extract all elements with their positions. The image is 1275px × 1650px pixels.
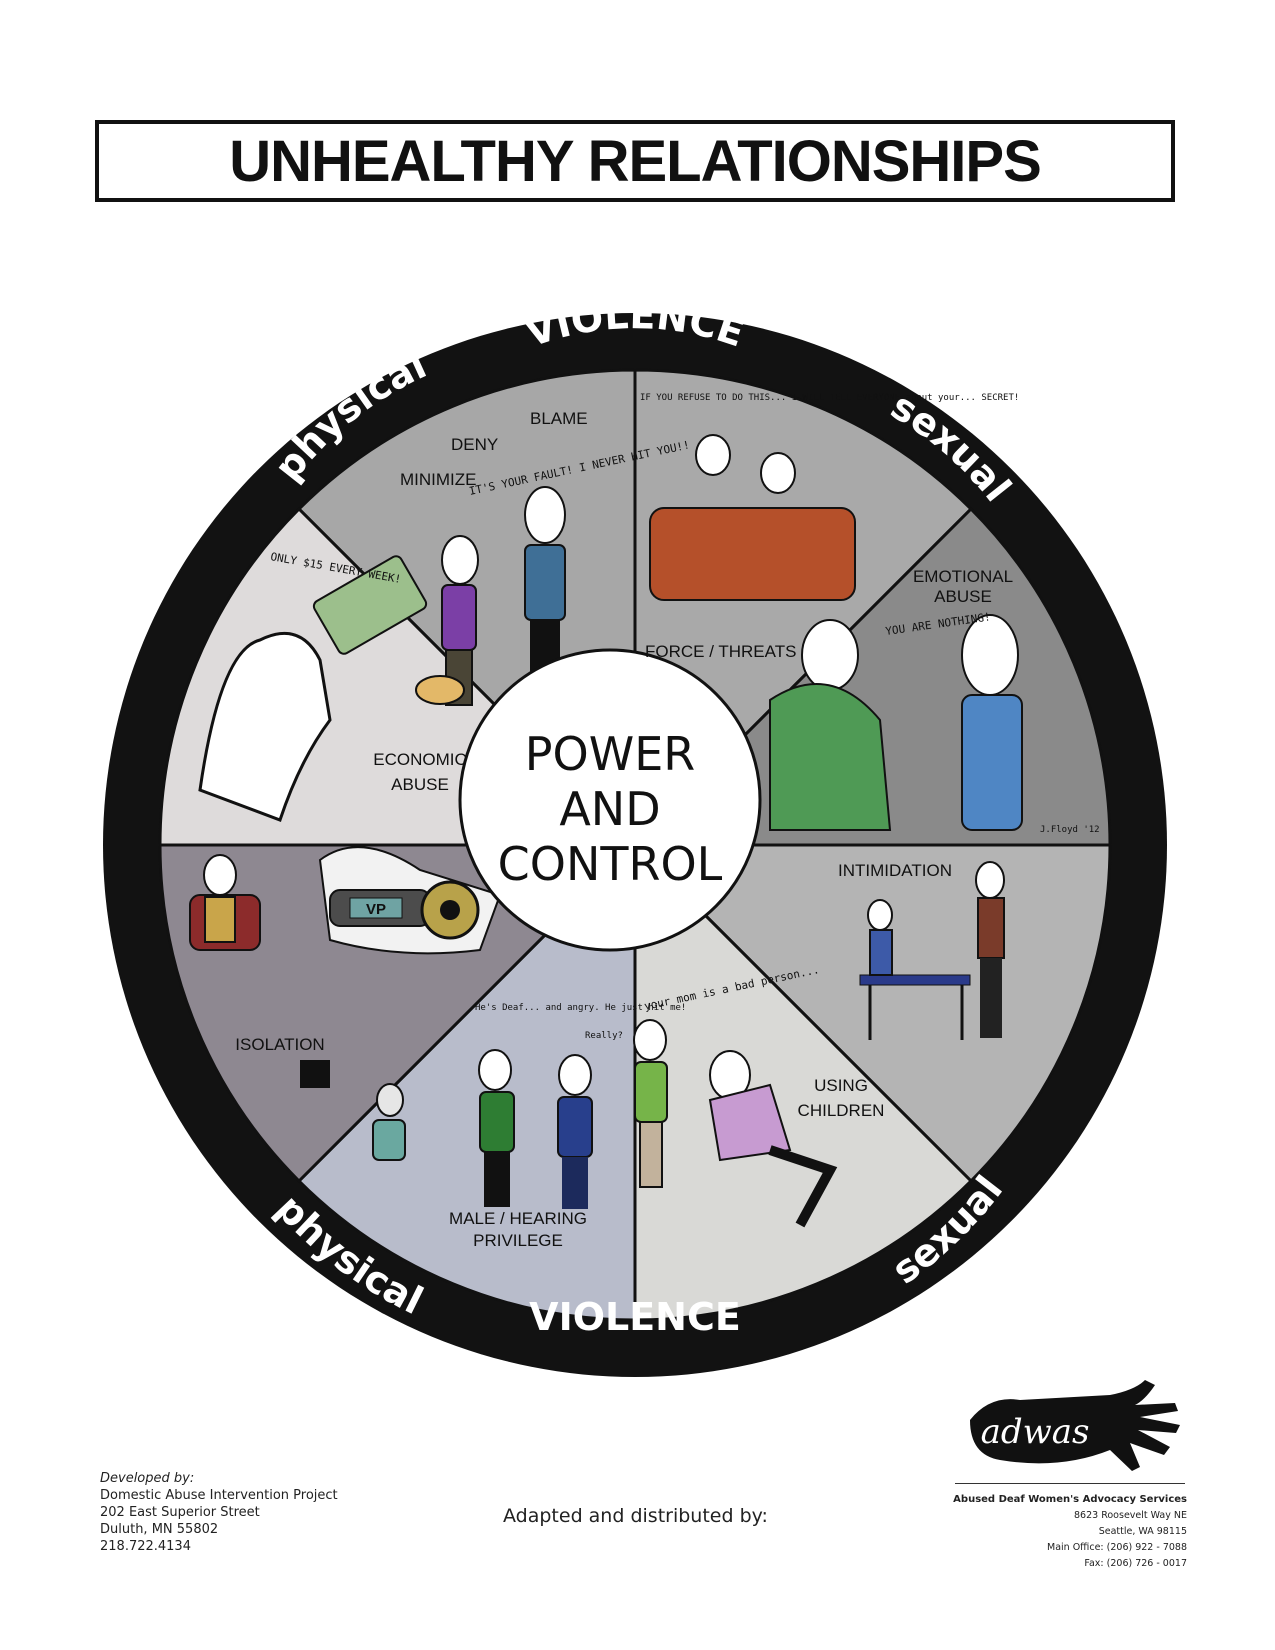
- org-name: Abused Deaf Women's Advocacy Services: [953, 1494, 1187, 1505]
- privilege-figures: [372, 1049, 593, 1209]
- logo-text: adwas: [981, 1412, 1090, 1452]
- developed-by-line1: Domestic Abuse Intervention Project: [100, 1488, 338, 1503]
- segment-isolation: [158, 843, 639, 1184]
- title-box: UNHEALTHY RELATIONSHIPS: [95, 120, 1175, 202]
- developed-by-line2: 202 East Superior Street: [100, 1505, 260, 1520]
- speech-privilege-1: He's Deaf... and angry. He just hit me!: [475, 1003, 686, 1013]
- label-economic-1: ECONOMIC: [373, 750, 467, 769]
- label-minimize: MINIMIZE: [400, 470, 477, 489]
- label-blame: BLAME: [530, 409, 588, 428]
- org-address2: Seattle, WA 98115: [1098, 1526, 1187, 1537]
- blame-figures: [441, 486, 566, 706]
- emotional-figures: [769, 614, 1023, 831]
- center-line3: CONTROL: [498, 837, 723, 891]
- adapted-text: Adapted and distributed by:: [503, 1505, 768, 1527]
- developed-by-line4: 218.722.4134: [100, 1539, 191, 1554]
- label-children-2: CHILDREN: [798, 1101, 885, 1120]
- org-block: Abused Deaf Women's Advocacy Services 86…: [953, 1492, 1187, 1572]
- force-bed: [649, 434, 856, 601]
- vp-text: VP: [366, 901, 386, 918]
- page-title: UNHEALTHY RELATIONSHIPS: [229, 128, 1042, 194]
- label-isolation: ISOLATION: [235, 1035, 324, 1054]
- org-main-office: Main Office: (206) 922 - 7088: [1047, 1542, 1187, 1553]
- label-privilege-2: PRIVILEGE: [473, 1231, 563, 1250]
- speech-force: IF YOU REFUSE TO DO THIS... I WILL TELL …: [640, 393, 1019, 403]
- intimidation-figures: [859, 861, 1005, 1040]
- center-circle: [458, 648, 762, 952]
- rim-bottom-label: VIOLENCE: [529, 1295, 741, 1339]
- center-line1: POWER: [525, 727, 695, 781]
- developed-by-block: Developed by: Domestic Abuse Interventio…: [100, 1470, 338, 1555]
- adwas-logo: adwas: [970, 1380, 1180, 1471]
- economic-figures: [198, 555, 465, 822]
- segment-privilege: [296, 841, 637, 1322]
- developed-by-heading: Developed by:: [100, 1471, 195, 1486]
- label-privilege-1: MALE / HEARING: [449, 1209, 587, 1228]
- org-address1: 8623 Roosevelt Way NE: [1074, 1510, 1187, 1521]
- speech-privilege-2: Really?: [585, 1031, 623, 1041]
- label-economic-2: ABUSE: [391, 775, 449, 794]
- label-emotional-1: EMOTIONAL: [913, 567, 1013, 586]
- label-deny: DENY: [451, 435, 498, 454]
- signature: J.Floyd '12: [1040, 825, 1100, 835]
- children-figures: [633, 1019, 838, 1228]
- developed-by-line3: Duluth, MN 55802: [100, 1522, 219, 1537]
- isolation-figures: VP: [189, 846, 502, 1088]
- segment-using-children: [633, 841, 974, 1322]
- label-emotional-2: ABUSE: [934, 587, 992, 606]
- label-force-threats: FORCE / THREATS: [645, 642, 796, 661]
- logo-divider: [955, 1483, 1185, 1484]
- label-intimidation: INTIMIDATION: [838, 861, 952, 880]
- org-fax: Fax: (206) 726 - 0017: [1084, 1558, 1187, 1569]
- label-children-1: USING: [814, 1076, 868, 1095]
- center-line2: AND: [559, 782, 660, 836]
